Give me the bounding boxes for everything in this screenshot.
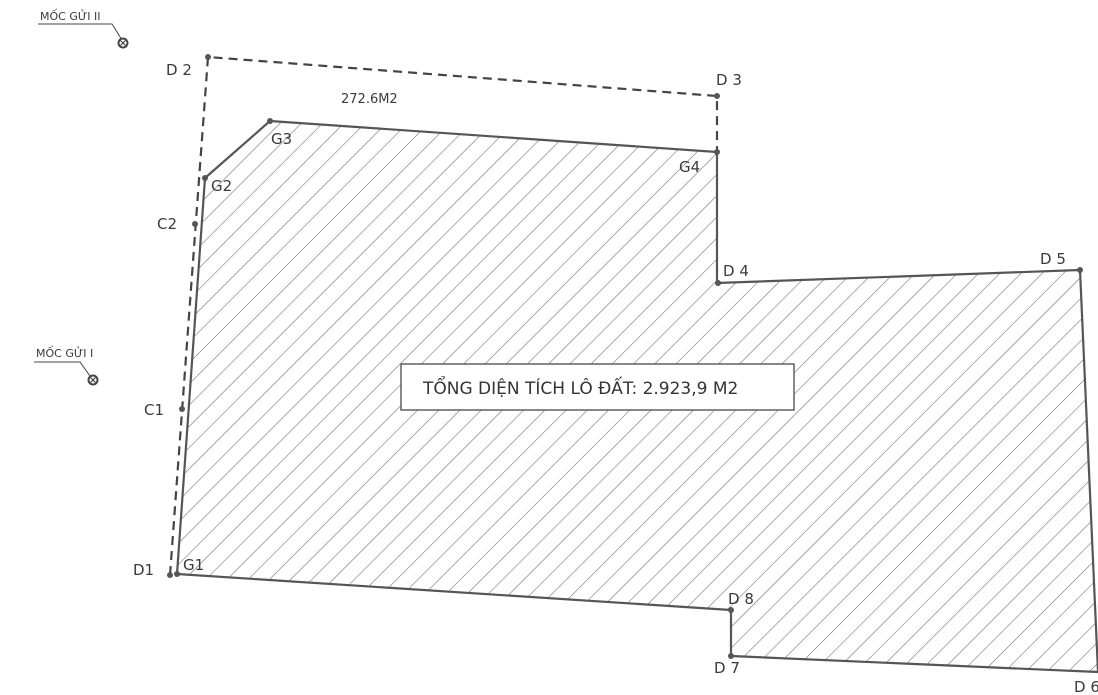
benchmark-2: MỐC GỬI II <box>38 9 129 49</box>
vertex-d8 <box>728 607 734 613</box>
dashed-boundary-line <box>168 55 719 576</box>
vertex-g3 <box>267 118 273 124</box>
benchmark-1-leader <box>34 361 91 377</box>
label-d7: D 7 <box>714 659 740 677</box>
label-d8: D 8 <box>728 590 754 608</box>
vertex-d4 <box>715 280 721 286</box>
label-g3: G3 <box>271 130 292 148</box>
vertex-markers <box>167 54 1083 659</box>
label-g4: G4 <box>679 158 700 176</box>
label-c1: C1 <box>144 401 164 419</box>
vertex-g4 <box>714 149 720 155</box>
vertex-d7 <box>728 653 734 659</box>
vertex-d2 <box>205 54 211 60</box>
benchmark-2-label: MỐC GỬI II <box>40 9 101 23</box>
total-area-label: TỔNG DIỆN TÍCH LÔ ĐẤT: 2.923,9 M2 <box>422 375 738 399</box>
vertex-g2 <box>202 175 208 181</box>
vertex-d3 <box>714 93 720 99</box>
label-d4: D 4 <box>723 262 749 280</box>
label-d5: D 5 <box>1040 250 1066 268</box>
label-g2: G2 <box>211 177 232 195</box>
total-area-box: TỔNG DIỆN TÍCH LÔ ĐẤT: 2.923,9 M2 <box>400 363 795 411</box>
label-g1: G1 <box>183 556 204 574</box>
benchmark-1-label: MỐC GỬI I <box>36 346 93 360</box>
benchmark-1: MỐC GỬI I <box>34 346 99 386</box>
label-c2: C2 <box>157 215 177 233</box>
strip-area-label: 272.6M2 <box>341 92 398 107</box>
vertex-d1 <box>167 572 173 578</box>
vertex-c1 <box>179 406 185 412</box>
label-d6: D 6 <box>1074 678 1098 695</box>
label-d1: D1 <box>133 561 154 579</box>
vertex-c2 <box>192 221 198 227</box>
benchmark-2-leader <box>38 23 123 41</box>
label-d2: D 2 <box>166 61 192 79</box>
label-d3: D 3 <box>716 71 742 89</box>
vertex-g1 <box>174 571 180 577</box>
vertex-d5 <box>1077 267 1083 273</box>
